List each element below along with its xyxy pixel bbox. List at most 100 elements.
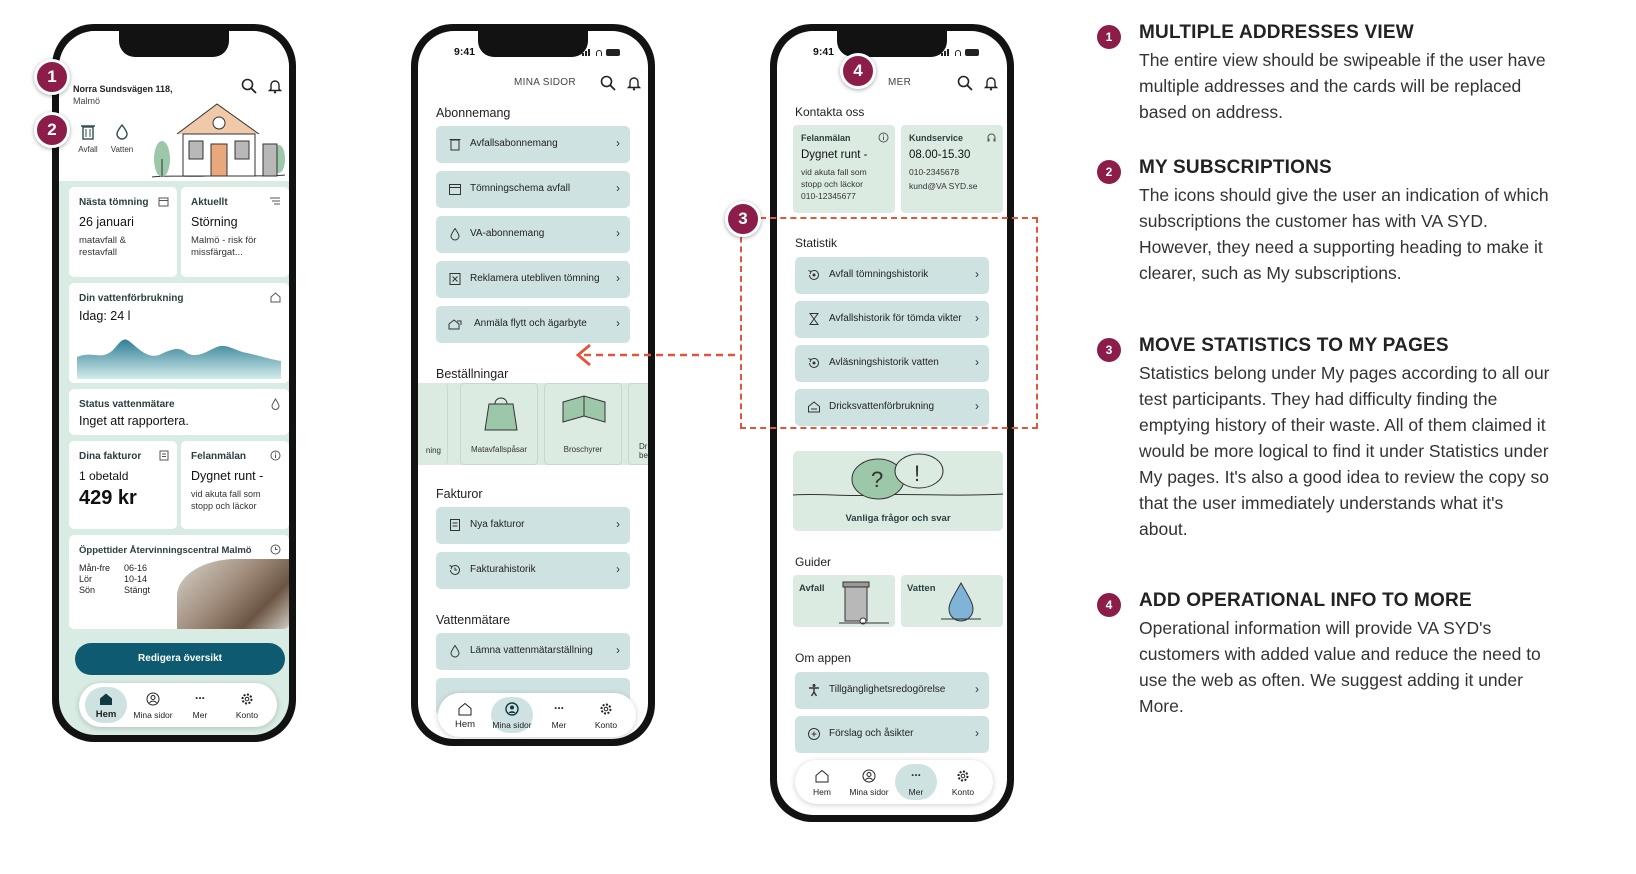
phone-my-pages: 9:41 MINA SIDOR Abonnemang Avfallsabonne… [411, 24, 655, 746]
row-new-invoices[interactable]: Nya fakturor› [436, 507, 630, 544]
guide-card-waste[interactable]: Avfall [793, 575, 895, 627]
row-label: Anmäla flytt och ägarbyte [474, 318, 587, 329]
contact-fault-card[interactable]: Felanmälan Dygnet runt - vid akuta fall … [793, 125, 895, 213]
card-next-emptying[interactable]: Nästa tömning 26 januari matavfall & res… [69, 187, 177, 277]
order-card-brochures[interactable]: Broschyrer [544, 383, 622, 465]
hourglass-icon [809, 313, 819, 325]
sub-avfall[interactable]: Avfall [75, 123, 101, 154]
address-city: Malmö [73, 96, 101, 106]
bell-icon[interactable] [983, 75, 999, 91]
faq-label: Vanliga frågor och svar [845, 513, 951, 524]
tab-my-pages[interactable]: Mina sidor [132, 687, 174, 723]
bell-icon[interactable] [267, 78, 283, 94]
order-card[interactable]: ning [418, 383, 448, 465]
card-title: Aktuellt [191, 197, 228, 208]
row-emptying-schedule[interactable]: Tömningschema avfall› [436, 171, 630, 208]
row-label: Förslag och åsikter [829, 728, 914, 739]
tab-more[interactable]: ... Mer [179, 687, 221, 723]
card-value: Dygnet runt - [801, 149, 868, 161]
faq-card[interactable]: ? ! Vanliga frågor och svar [793, 451, 1003, 531]
tab-bar: Hem Mina sidor ... Mer Konto [79, 683, 277, 727]
order-label: ning [425, 446, 441, 455]
card-value: Idag: 24 l [79, 309, 131, 323]
row-feedback[interactable]: Förslag och åsikter › [795, 716, 989, 753]
card-water-usage[interactable]: Din vattenförbrukning Idag: 24 l [69, 283, 289, 383]
card-phone[interactable]: 010-2345678 [909, 167, 960, 177]
orders-carousel[interactable]: ning Matavfallspåsar Broschyrer Dri bes [418, 383, 648, 465]
card-invoices[interactable]: Dina fakturor 1 obetald 429 kr [69, 441, 177, 529]
notch [478, 31, 588, 57]
card-title: Öppettider Återvinningscentral Malmö [79, 545, 252, 556]
row-label: Tillgänglighetsredogörelse [829, 684, 946, 695]
chevron-right-icon: › [616, 562, 620, 576]
row-accessibility[interactable]: Tillgänglighetsredogörelse › [795, 672, 989, 709]
row-water-reading-history[interactable]: Avläsningshistorik vatten› [795, 345, 989, 382]
home-screen: 9:41 Norra Sundsvägen 118, Malmö Avfall [59, 31, 289, 735]
calendar-icon [449, 184, 461, 195]
contact-service-card[interactable]: Kundservice 08.00-15.30 010-2345678 kund… [901, 125, 1003, 213]
tab-home[interactable]: Hem [85, 687, 127, 723]
opening-time: 06-16 [124, 563, 148, 573]
tab-label: Mina sidor [492, 720, 532, 730]
speech-bubbles-illustration: ? ! [793, 453, 1003, 500]
tab-more[interactable]: ... Mer [538, 697, 580, 733]
card-current[interactable]: Aktuellt Störning Malmö - risk för missf… [181, 187, 289, 277]
row-move-ownership[interactable]: Anmäla flytt och ägarbyte› [436, 306, 630, 343]
order-card-food-bags[interactable]: Matavfallspåsar [460, 383, 538, 465]
card-phone[interactable]: 010-12345677 [801, 191, 856, 201]
card-meter-status[interactable]: Status vattenmätare Inget att rapportera… [69, 389, 289, 435]
tab-account[interactable]: Konto [942, 764, 984, 800]
chat-plus-icon [808, 728, 820, 740]
tab-more[interactable]: ... Mer [895, 764, 937, 800]
card-email[interactable]: kund@VA SYD.se [909, 181, 978, 191]
chevron-right-icon: › [975, 726, 979, 740]
sub-vatten[interactable]: Vatten [107, 123, 137, 154]
order-label: Broschyrer [563, 445, 603, 454]
row-invoice-history[interactable]: Fakturahistorik› [436, 552, 630, 589]
receipt-icon [159, 450, 169, 461]
user-icon [146, 692, 160, 706]
search-icon[interactable] [600, 75, 616, 91]
tab-my-pages[interactable]: Mina sidor [491, 697, 533, 733]
note-badge-3: 3 [1097, 338, 1121, 362]
bell-icon[interactable] [626, 75, 642, 91]
water-drop-icon [450, 227, 460, 241]
search-icon[interactable] [241, 78, 257, 94]
tab-label: Mer [908, 787, 924, 797]
tab-home[interactable]: Hem [801, 764, 843, 800]
row-drinking-water-usage[interactable]: Dricksvattenförbrukning› [795, 389, 989, 426]
tab-account[interactable]: Konto [226, 687, 268, 723]
accessibility-icon [809, 684, 819, 697]
row-waste-emptying-history[interactable]: Avfall tömningshistorik› [795, 257, 989, 294]
note-title-2: MY SUBSCRIPTIONS [1139, 157, 1332, 178]
card-opening-hours[interactable]: Öppettider Återvinningscentral Malmö Mån… [69, 535, 289, 629]
gear-icon [957, 770, 969, 782]
home-icon [100, 693, 112, 705]
row-weight-history[interactable]: Avfallshistorik för tömda vikter› [795, 301, 989, 338]
search-icon[interactable] [957, 75, 973, 91]
badge-2: 2 [34, 112, 70, 148]
chevron-right-icon: › [975, 682, 979, 696]
edit-overview-button[interactable]: Redigera översikt [75, 643, 285, 675]
address[interactable]: Norra Sundsvägen 118, Malmö [73, 84, 173, 106]
note-text-3: Statistics belong under My pages accordi… [1139, 363, 1550, 539]
card-fault-report[interactable]: Felanmälan Dygnet runt - vid akuta fall … [181, 441, 289, 529]
calendar-icon [158, 197, 169, 207]
page-title: MINA SIDOR [514, 77, 576, 88]
guide-card-water[interactable]: Vatten [901, 575, 1003, 627]
row-submit-meter-reading[interactable]: Lämna vattenmätarställning› [436, 633, 630, 670]
card-sub: vid akuta fall som stopp och läckor [191, 489, 261, 511]
row-label: Avfall tömningshistorik [829, 269, 929, 280]
tab-account[interactable]: Konto [585, 697, 627, 733]
notch [119, 31, 229, 57]
card-value: 1 obetald [79, 469, 129, 483]
chevron-right-icon: › [616, 643, 620, 657]
tab-my-pages[interactable]: Mina sidor [848, 764, 890, 800]
order-card[interactable]: Dri bes [628, 383, 648, 465]
row-water-subscription[interactable]: VA-abonnemang› [436, 216, 630, 253]
tab-label: Hem [454, 719, 476, 730]
tab-home[interactable]: Hem [444, 697, 486, 733]
headset-icon [987, 133, 996, 142]
row-waste-subscription[interactable]: Avfallsabonnemang› [436, 126, 630, 163]
row-missed-emptying[interactable]: Reklamera utebliven tömning› [436, 261, 630, 298]
